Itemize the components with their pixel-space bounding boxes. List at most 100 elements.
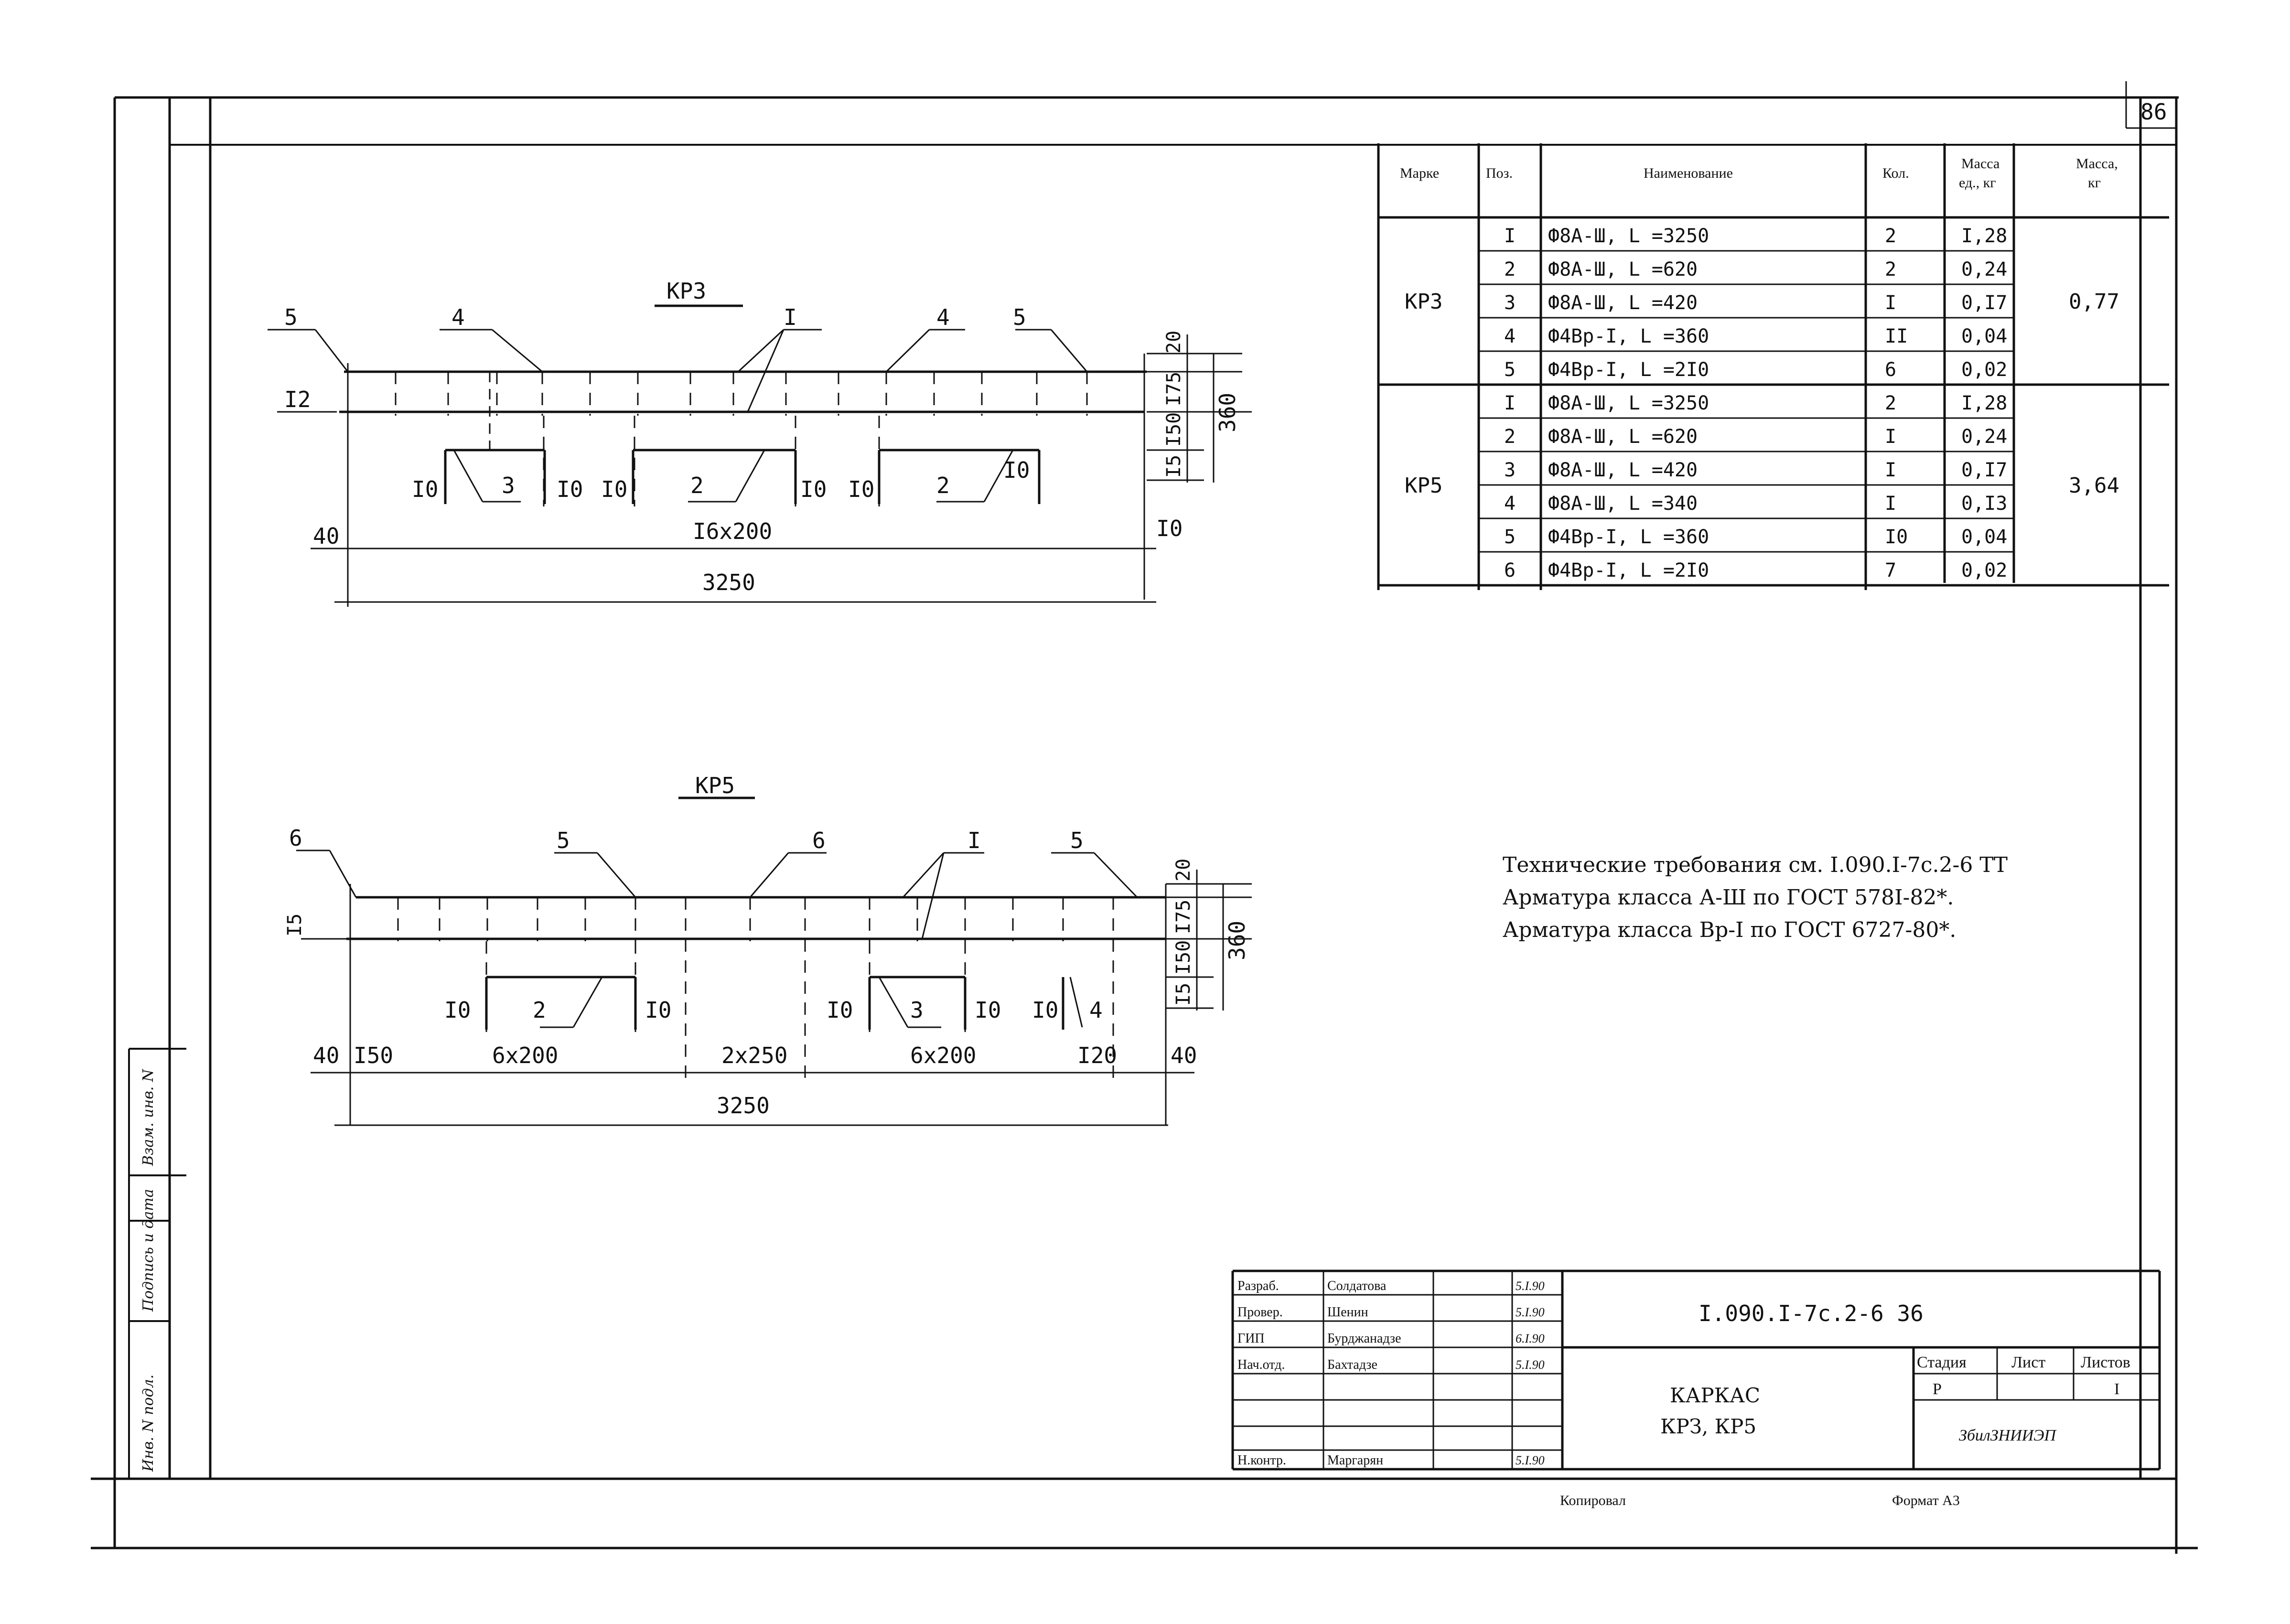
header-qty: Кол.: [1882, 165, 1909, 181]
tb-name: Маргарян: [1327, 1453, 1383, 1468]
sheets-value: I: [2114, 1380, 2119, 1398]
row-name: Ф4Вр-I, L =2I0: [1548, 559, 1709, 581]
header-mass-2: кг: [2088, 175, 2101, 191]
tb-date: 5.I.90: [1516, 1279, 1545, 1293]
row-unit-mass: 0,24: [1961, 426, 2007, 448]
row-unit-mass: 0,02: [1961, 559, 2007, 581]
footer-copied: Копировал: [1560, 1493, 1626, 1508]
kr3-dim-spacing: I6х200: [693, 518, 772, 544]
row-pos: I: [1504, 392, 1516, 414]
row-pos: 2: [1504, 258, 1516, 280]
kr3-title: КРЗ: [667, 278, 706, 304]
organization: ЗбилЗНИИЭП: [1959, 1427, 2057, 1444]
kr5-callout-1: I: [968, 828, 981, 853]
row-name: Ф8А-Ш, L =620: [1548, 426, 1698, 448]
stage-header: Стадия: [1917, 1354, 1967, 1371]
row-name: Ф8А-Ш, L =340: [1548, 493, 1698, 515]
header-unit-mass-2: ед., кг: [1959, 175, 1996, 191]
row-qty: I: [1885, 292, 1896, 314]
note-3: Арматура класса Вр-I по ГОСТ 6727-80*.: [1503, 918, 1956, 942]
kr5-gap-5: I0: [1032, 997, 1058, 1023]
kr5-callout-6-mid: 6: [812, 828, 826, 853]
spec-table-header: Марке Поз. Наименование Кол. Масса ед., …: [1400, 156, 2118, 191]
header-unit-mass-1: Масса: [1961, 156, 2000, 172]
row-name: Ф4Вр-I, L =2I0: [1548, 359, 1709, 381]
kr3-gap-4: I0: [800, 476, 827, 502]
row-unit-mass: 0,04: [1961, 325, 2007, 347]
kr3-callout-1: I: [784, 304, 797, 330]
row-name: Ф8А-Ш, L =420: [1548, 459, 1698, 481]
kr3-gap-1: I0: [412, 476, 438, 502]
kr3-callout-5-right: 5: [1013, 304, 1026, 330]
row-qty: 2: [1885, 225, 1896, 247]
row-pos: 5: [1504, 359, 1516, 381]
group-mark: КР5: [1405, 473, 1442, 498]
kr5-title: КР5: [695, 773, 735, 798]
row-unit-mass: 0,I3: [1961, 493, 2007, 515]
kr5-mark-3: 3: [910, 997, 924, 1023]
side-sign-label: Подпись и дата: [140, 1189, 157, 1312]
kr5-h-15: I5: [1172, 983, 1194, 1006]
note-1: Технические требования см. I.090.I-7с.2-…: [1503, 853, 2008, 877]
tb-date: 5.I.90: [1516, 1358, 1545, 1372]
tb-role: Н.контр.: [1237, 1453, 1286, 1468]
row-unit-mass: 0,24: [1961, 258, 2007, 280]
kr3-h-175: I75: [1163, 372, 1185, 406]
doc-code: I.090.I-7с.2-6 36: [1699, 1301, 1924, 1326]
side-strip: [128, 1048, 186, 1479]
tb-role: Разраб.: [1237, 1279, 1279, 1293]
tb-name: Бурджанадзе: [1327, 1331, 1401, 1346]
row-unit-mass: I,28: [1961, 392, 2007, 414]
row-qty: 2: [1885, 258, 1896, 280]
group-mark: КРЗ: [1405, 290, 1442, 314]
kr5-h-360: 360: [1224, 921, 1250, 960]
row-qty: II: [1885, 325, 1908, 347]
row-pos: 5: [1504, 526, 1516, 548]
kr3-gap-5: I0: [848, 476, 874, 502]
kr5-h-150: I50: [1172, 940, 1194, 975]
kr5-gap-2: I0: [645, 997, 671, 1023]
kr3-gap-2: I0: [557, 476, 583, 502]
frame-kr3-drawing: [268, 304, 1252, 607]
kr3-dim-total: 3250: [702, 570, 755, 595]
tb-name: Солдатова: [1327, 1279, 1387, 1293]
sheet-frame: [91, 81, 2198, 1554]
tb-name: Бахтадзе: [1327, 1357, 1377, 1372]
tb-date: 5.I.90: [1516, 1453, 1545, 1467]
sheet-header: Лист: [2011, 1354, 2045, 1371]
side-replace-label: Взам. инв. N: [140, 1068, 157, 1166]
kr3-right-gap: I0: [1156, 516, 1183, 541]
tb-date: 5.I.90: [1516, 1305, 1545, 1319]
row-name: Ф8А-Ш, L =420: [1548, 292, 1698, 314]
group-mass: 0,77: [2069, 290, 2119, 314]
kr5-h-175: I75: [1172, 900, 1194, 934]
kr5-gap-4: I0: [975, 997, 1001, 1023]
kr3-h-150: I50: [1163, 412, 1185, 447]
note-2: Арматура класса А-Ш по ГОСТ 578I-82*.: [1503, 885, 1954, 910]
kr3-mark-2b: 2: [936, 473, 950, 498]
tb-date: 6.I.90: [1516, 1332, 1545, 1345]
kr3-mark-2a: 2: [690, 473, 704, 498]
row-qty: 7: [1885, 559, 1896, 581]
kr5-dim-2x250: 2х250: [721, 1043, 787, 1068]
kr3-h-20: 20: [1163, 331, 1185, 354]
row-qty: I: [1885, 459, 1896, 481]
row-pos: 3: [1504, 459, 1516, 481]
header-mark: Марке: [1400, 165, 1439, 181]
row-pos: 2: [1504, 426, 1516, 448]
footer: Копировал Формат А3: [1560, 1493, 1960, 1508]
kr5-dim-6x200-left: 6х200: [492, 1043, 558, 1068]
kr3-mark-3: 3: [502, 473, 515, 498]
spec-table-grid: [1377, 143, 2169, 590]
row-unit-mass: I,28: [1961, 225, 2007, 247]
stage-value: Р: [1933, 1380, 1942, 1398]
row-unit-mass: 0,I7: [1961, 292, 2007, 314]
kr5-gap-3: I0: [827, 997, 853, 1023]
row-qty: I: [1885, 426, 1896, 448]
title-block-grid: [1231, 1269, 2161, 1471]
object-title-1: КАРКАС: [1670, 1384, 1760, 1407]
kr5-callout-5-left: 5: [557, 828, 570, 853]
row-qty: 6: [1885, 359, 1896, 381]
kr3-gap-3: I0: [601, 476, 627, 502]
row-unit-mass: 0,I7: [1961, 459, 2007, 481]
